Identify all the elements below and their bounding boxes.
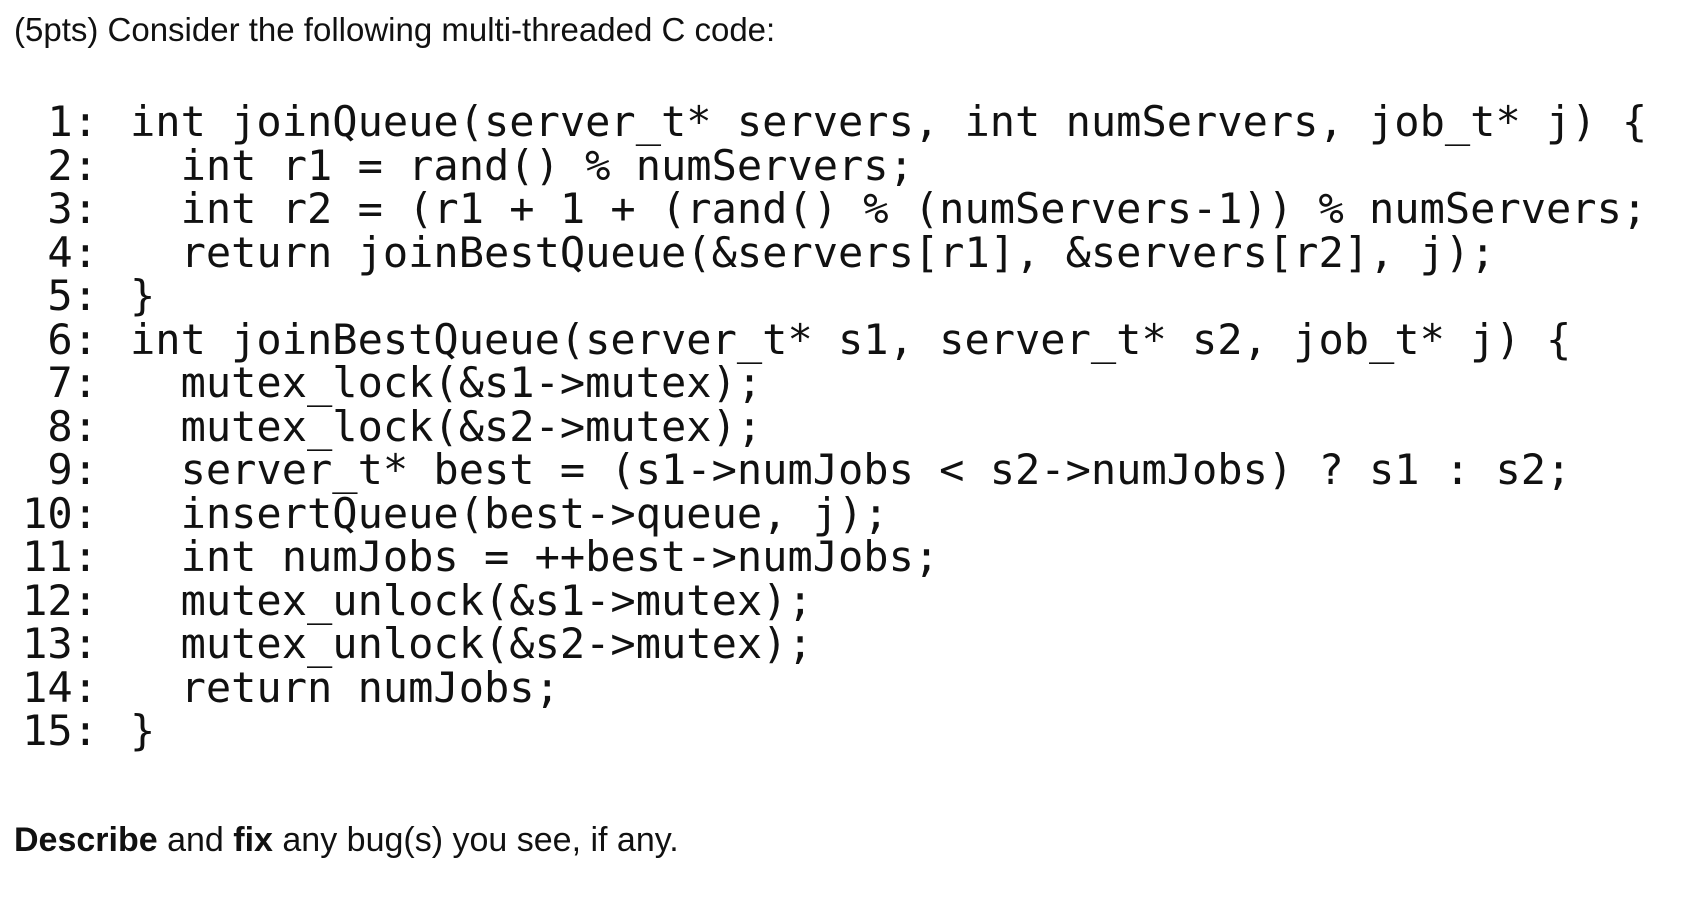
- code-line: 7: mutex_lock(&s1->mutex);: [14, 361, 1647, 405]
- line-number: 4:: [47, 227, 98, 277]
- line-code: mutex_lock(&s1->mutex);: [130, 358, 763, 407]
- line-number: 13:: [22, 619, 98, 668]
- line-code: int r1 = rand() % numServers;: [130, 140, 914, 190]
- code-line: 11: int numJobs = ++best->numJobs;: [14, 535, 1647, 579]
- line-number: 10:: [22, 488, 98, 538]
- line-number: 11:: [22, 532, 98, 581]
- line-code: }: [130, 706, 156, 755]
- line-number: 5:: [47, 271, 98, 320]
- line-number: 14:: [22, 662, 98, 712]
- line-number: 15:: [22, 706, 98, 755]
- line-number: 12:: [22, 575, 98, 625]
- line-code: int r2 = (r1 + 1 + (rand() % (numServers…: [130, 184, 1648, 233]
- line-code: int joinBestQueue(server_t* s1, server_t…: [130, 314, 1572, 364]
- code-line: 4: return joinBestQueue(&servers[r1], &s…: [14, 227, 1647, 277]
- code-line: 10: insertQueue(best->queue, j);: [14, 488, 1647, 538]
- task-fix: fix: [233, 821, 273, 859]
- line-code: server_t* best = (s1->numJobs < s2->numJ…: [130, 445, 1572, 494]
- line-number: 7:: [47, 358, 98, 407]
- line-code: mutex_lock(&s2->mutex);: [130, 401, 763, 451]
- line-code: return joinBestQueue(&servers[r1], &serv…: [130, 227, 1496, 277]
- code-listing: 1: int joinQueue(server_t* servers, int n…: [14, 100, 1647, 753]
- code-line: 2: int r1 = rand() % numServers;: [14, 140, 1647, 190]
- code-line: 15:}: [14, 709, 1647, 753]
- line-code: mutex_unlock(&s1->mutex);: [130, 575, 813, 625]
- code-line: 5:}: [14, 274, 1647, 318]
- code-line: 12: mutex_unlock(&s1->mutex);: [14, 575, 1647, 625]
- code-line: 1: int joinQueue(server_t* servers, int n…: [14, 100, 1647, 144]
- line-code: }: [130, 271, 156, 320]
- line-number: 8:: [47, 401, 98, 451]
- line-code: int joinQueue(server_t* servers, int num…: [130, 97, 1648, 146]
- task-describe: Describe: [14, 821, 158, 859]
- line-code: insertQueue(best->queue, j);: [130, 488, 889, 538]
- line-number: 9:: [47, 445, 98, 494]
- code-line: 3: int r2 = (r1 + 1 + (rand() % (numServ…: [14, 187, 1647, 231]
- line-number: 1:: [47, 97, 98, 146]
- line-number: 6:: [47, 314, 98, 364]
- question-prompt: (5pts) Consider the following multi-thre…: [14, 11, 776, 48]
- code-line: 6: int joinBestQueue(server_t* s1, server…: [14, 314, 1647, 364]
- code-line: 14: return numJobs;: [14, 662, 1647, 712]
- task-and: and: [157, 821, 234, 859]
- task-instruction: Describe and fix any bug(s) you see, if …: [14, 818, 679, 862]
- line-code: int numJobs = ++best->numJobs;: [130, 532, 940, 581]
- line-code: mutex_unlock(&s2->mutex);: [130, 619, 813, 668]
- task-rest: any bug(s) you see, if any.: [272, 821, 679, 859]
- code-line: 8: mutex_lock(&s2->mutex);: [14, 401, 1647, 451]
- code-line: 9: server_t* best = (s1->numJobs < s2->n…: [14, 448, 1647, 492]
- line-number: 2:: [47, 140, 98, 190]
- line-code: return numJobs;: [130, 662, 560, 712]
- line-number: 3:: [47, 184, 98, 233]
- code-line: 13: mutex_unlock(&s2->mutex);: [14, 622, 1647, 666]
